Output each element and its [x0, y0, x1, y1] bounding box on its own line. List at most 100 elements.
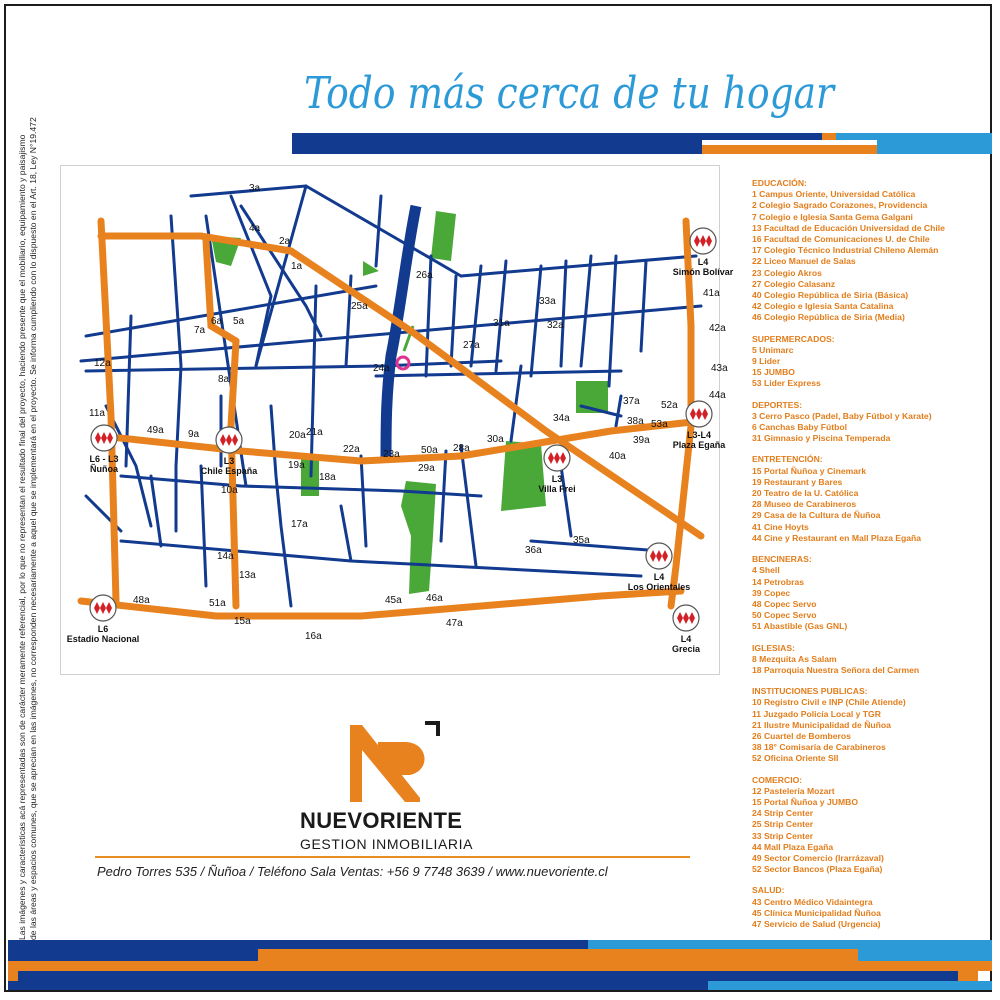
map-label: 29a	[418, 463, 435, 474]
legend-item: 51 Abastible (Gas GNL)	[752, 621, 848, 632]
legend-item: 26 Cuartel de Bomberos	[752, 730, 851, 741]
map-label: 46a	[426, 593, 443, 604]
station-name: Plaza Egaña	[673, 440, 727, 450]
legend-section-title: SALUD:	[752, 885, 785, 896]
legend-item: 21 Ilustre Municipalidad de Ñuñoa	[752, 719, 891, 730]
legend-item: 53 Lider Express	[752, 378, 821, 389]
legend-item: 44 Cine y Restaurant en Mall Plaza Egaña	[752, 532, 922, 543]
station-name: Simón Bolívar	[673, 267, 734, 277]
map-label: 42a	[709, 323, 726, 334]
legend-item: 43 Centro Médico Vidaintegra	[752, 896, 873, 907]
logo-p-shape	[378, 742, 425, 782]
map-label: 11a	[89, 408, 105, 419]
map-label: 3a	[249, 183, 261, 194]
legend-item: 47 Servicio de Salud (Urgencia)	[752, 918, 881, 929]
legend-item: 5 Unimarc	[752, 344, 794, 355]
tagline-text: Todo más cerca de tu hogar	[304, 68, 837, 119]
map-label: 27a	[463, 340, 480, 351]
legend-item: 23 Colegio Akros	[752, 267, 822, 278]
side-disclaimer-line1: Las imágenes y características acá repre…	[17, 134, 27, 940]
legend-section: DEPORTES:3 Cerro Pasco (Padel, Baby Fútb…	[752, 400, 992, 445]
park-5	[501, 441, 546, 511]
metro-diamond	[107, 432, 113, 444]
legend-item: 49 Sector Comercio (Irarrázaval)	[752, 852, 884, 863]
map-label: 20a	[289, 430, 306, 441]
map-label: 32a	[547, 320, 564, 331]
map-label: 40a	[609, 451, 626, 462]
metro-diamond	[662, 550, 668, 562]
legend-item: 7 Colegio e Iglesia Santa Gema Galgani	[752, 211, 913, 222]
top-stripes	[292, 133, 992, 155]
station-name: Los Orientales	[628, 582, 691, 592]
station-name: Chile España	[201, 466, 259, 476]
metro-diamond	[232, 434, 238, 446]
map-label: 8a	[218, 374, 230, 385]
legend-item: 15 Portal Ñuñoa y JUMBO	[752, 796, 859, 807]
map-label: 1a	[291, 261, 303, 272]
legend-item: 10 Registro Civil e INP (Chile Atiende)	[752, 697, 906, 708]
metro-diamond	[690, 408, 696, 420]
legend-section-title: BENCINERAS:	[752, 554, 812, 565]
map-label: 22a	[343, 444, 360, 455]
station-line: L4	[654, 572, 665, 582]
map-label: 50a	[421, 445, 438, 456]
metro-diamond	[554, 452, 560, 464]
legend-item: 25 Strip Center	[752, 819, 814, 830]
legend-item: 4 Shell	[752, 565, 780, 576]
map-label: 37a	[623, 396, 640, 407]
map-label: 5a	[233, 316, 245, 327]
legend-item: 46 Colegio República de Siria (Media)	[752, 312, 905, 323]
map-label: 45a	[385, 595, 402, 606]
metro-diamond	[677, 612, 683, 624]
station-line: L6 - L3	[89, 454, 118, 464]
map-label: 48a	[133, 595, 150, 606]
metro-diamond	[650, 550, 656, 562]
park-7	[401, 481, 436, 594]
legend-item: 50 Copec Servo	[752, 610, 817, 621]
brand-subtitle: GESTION INMOBILIARIA	[300, 836, 474, 852]
side-disclaimer-line2: de las áreas y espacios comunes, que se …	[28, 117, 39, 940]
bottom-stripes	[8, 940, 992, 992]
map-label: 12a	[94, 358, 111, 369]
map-label: 4a	[249, 223, 261, 234]
metro-diamond	[106, 602, 112, 614]
side-disclaimer: Las imágenes y características acá repre…	[17, 40, 57, 940]
map-label: 39a	[633, 435, 650, 446]
legend-item: 2 Colegio Sagrado Corazones, Providencia	[752, 200, 928, 211]
brand-logo	[300, 720, 500, 860]
legend-section-title: DEPORTES:	[752, 399, 803, 410]
legend-item: 15 Portal Ñuñoa y Cinemark	[752, 465, 867, 476]
metro-diamond	[700, 235, 706, 247]
map-label: 44a	[709, 390, 726, 401]
legend-item: 39 Copec	[752, 587, 791, 598]
legend-item: 24 Strip Center	[752, 808, 814, 819]
legend-section-title: EDUCACIÓN:	[752, 178, 807, 188]
legend-item: 18 Parroquia Nuestra Señora del Carmen	[752, 664, 920, 675]
legend-item: 9 Lider	[752, 356, 781, 367]
map-label: 36a	[525, 545, 542, 556]
map-label: 10a	[221, 485, 238, 496]
legend-section-title: ENTRETENCIÓN:	[752, 454, 823, 465]
map-label: 52a	[661, 400, 678, 411]
map-label: 38a	[627, 416, 644, 427]
legend-section-title: COMERCIO:	[752, 774, 803, 785]
legend-item: 38 18° Comisaría de Carabineros	[752, 742, 886, 753]
legend-section: EDUCACIÓN:1 Campus Oriente, Universidad …	[752, 178, 992, 324]
map-label: 14a	[217, 551, 234, 562]
map-label: 2a	[279, 236, 291, 247]
project-location-pin[interactable]	[395, 355, 411, 371]
legend-section: INSTITUCIONES PUBLICAS:10 Registro Civil…	[752, 686, 992, 764]
metro-diamond	[689, 612, 695, 624]
legend-section-title: IGLESIAS:	[752, 642, 795, 653]
